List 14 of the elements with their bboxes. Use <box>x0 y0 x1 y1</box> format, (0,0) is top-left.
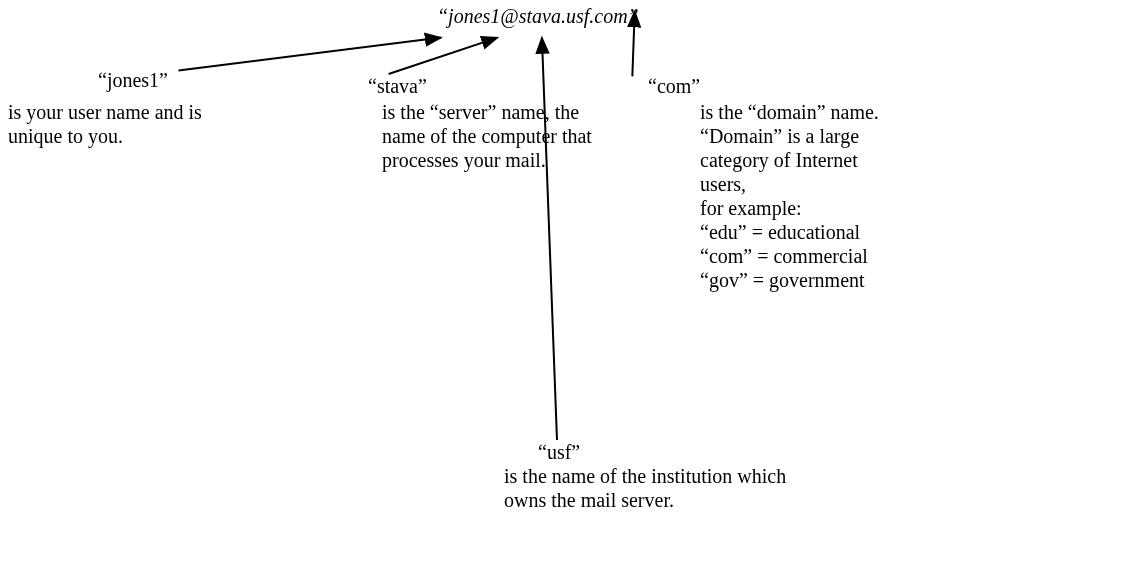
description-text: “gov” = government <box>700 268 866 292</box>
arrow <box>535 35 558 441</box>
description-text: “edu” = educational <box>700 220 862 244</box>
arrow <box>626 9 642 78</box>
description-text: “com” = commercial <box>700 244 869 268</box>
description-text: is the name of the institution which owns the mail server. <box>504 464 788 512</box>
address-part-label: “usf” <box>538 440 581 464</box>
address-part-label: “stava” <box>368 74 427 98</box>
description-text: is your user name and is unique to you. <box>8 100 203 148</box>
address-part-label: “jones1” <box>98 68 168 92</box>
description-text: for example: <box>700 196 803 220</box>
arrow <box>387 35 500 75</box>
address-part-label: “com” <box>648 74 701 98</box>
arrow <box>177 32 443 72</box>
